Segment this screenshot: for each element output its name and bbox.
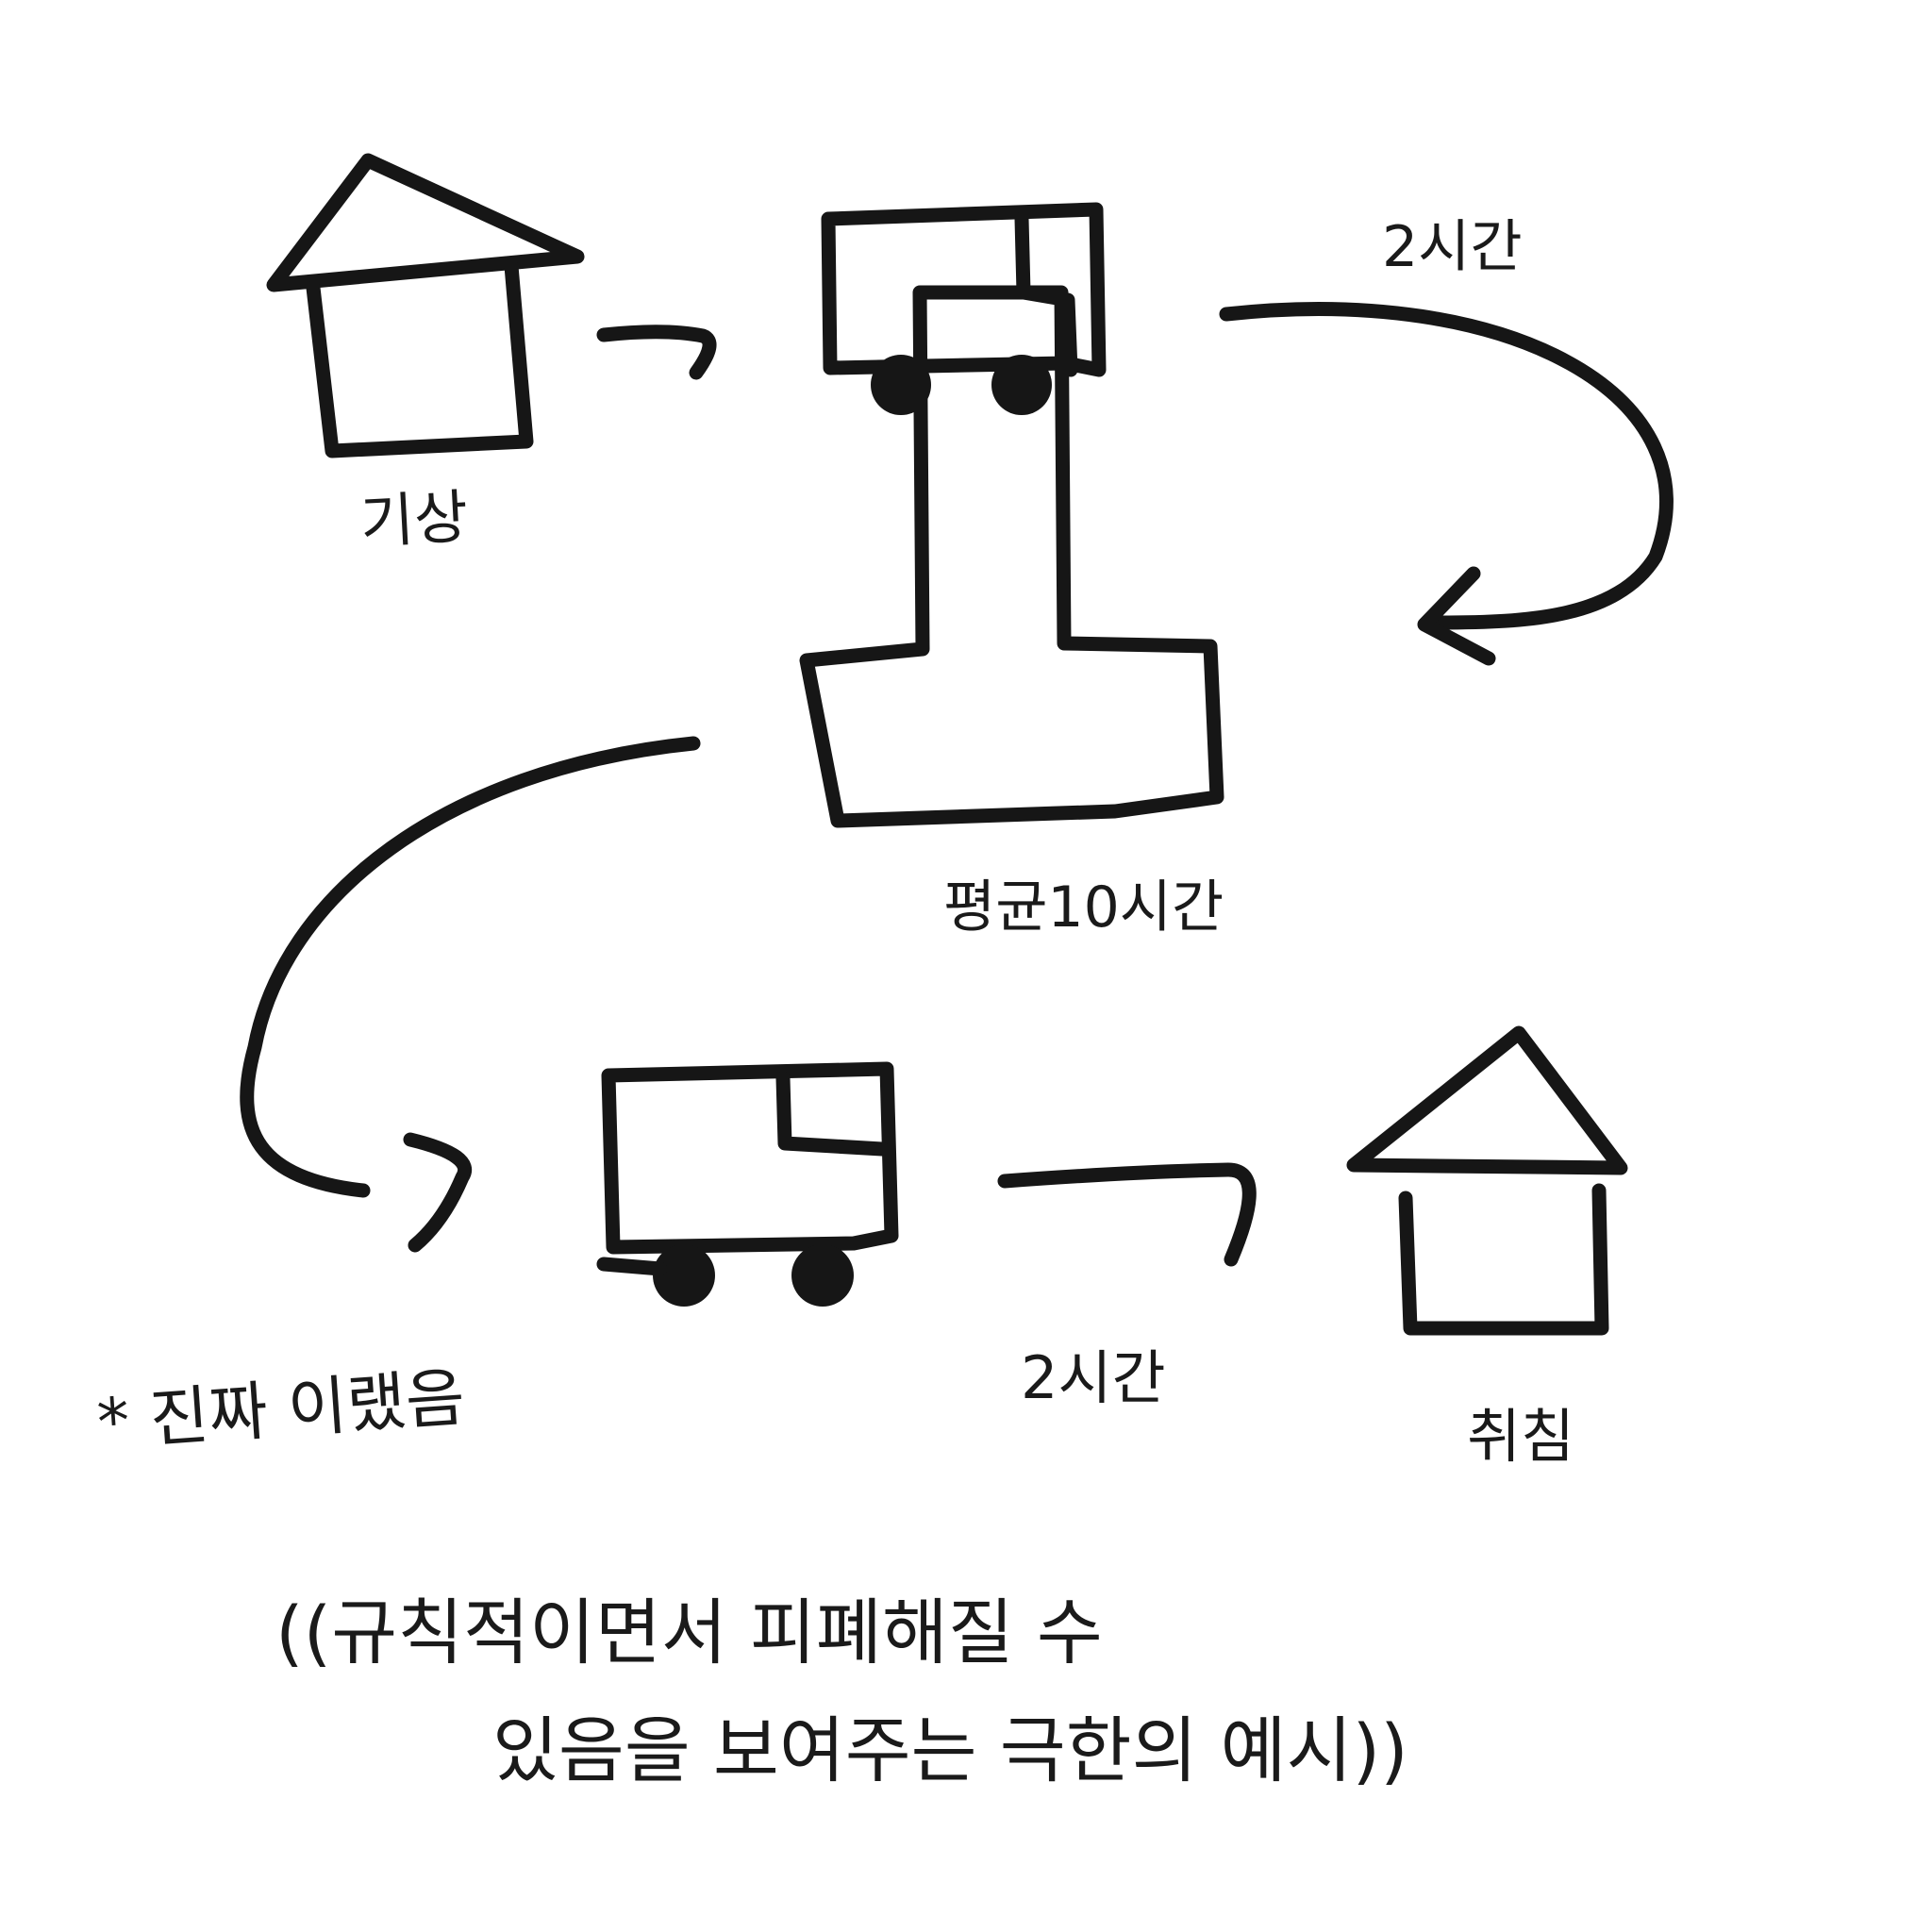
arrow-office-to-truck bbox=[240, 736, 701, 1253]
label-work-average: 평균10시간 bbox=[943, 874, 1224, 941]
footnote-line-1: ((규칙적이면서 피폐해질 수 bbox=[275, 1591, 1103, 1674]
home-icon-start bbox=[266, 153, 585, 458]
arrow-truck-to-home bbox=[997, 1162, 1257, 1267]
footnote-line-2: 있음을 보여주는 극한의 예시)) bbox=[492, 1708, 1408, 1792]
home-icon-end bbox=[1346, 1025, 1628, 1336]
arrow-truck-to-office bbox=[1219, 302, 1674, 666]
truck-icon-evening bbox=[596, 1061, 899, 1307]
label-bedtime: 취침 bbox=[1467, 1402, 1575, 1471]
label-commute-evening: 2시간 bbox=[1021, 1343, 1166, 1412]
label-commute-morning: 2시간 bbox=[1382, 214, 1523, 280]
arrow-home-to-truck bbox=[596, 325, 717, 380]
office-building-icon bbox=[799, 285, 1224, 828]
label-wake-up: 기상 bbox=[358, 482, 470, 557]
